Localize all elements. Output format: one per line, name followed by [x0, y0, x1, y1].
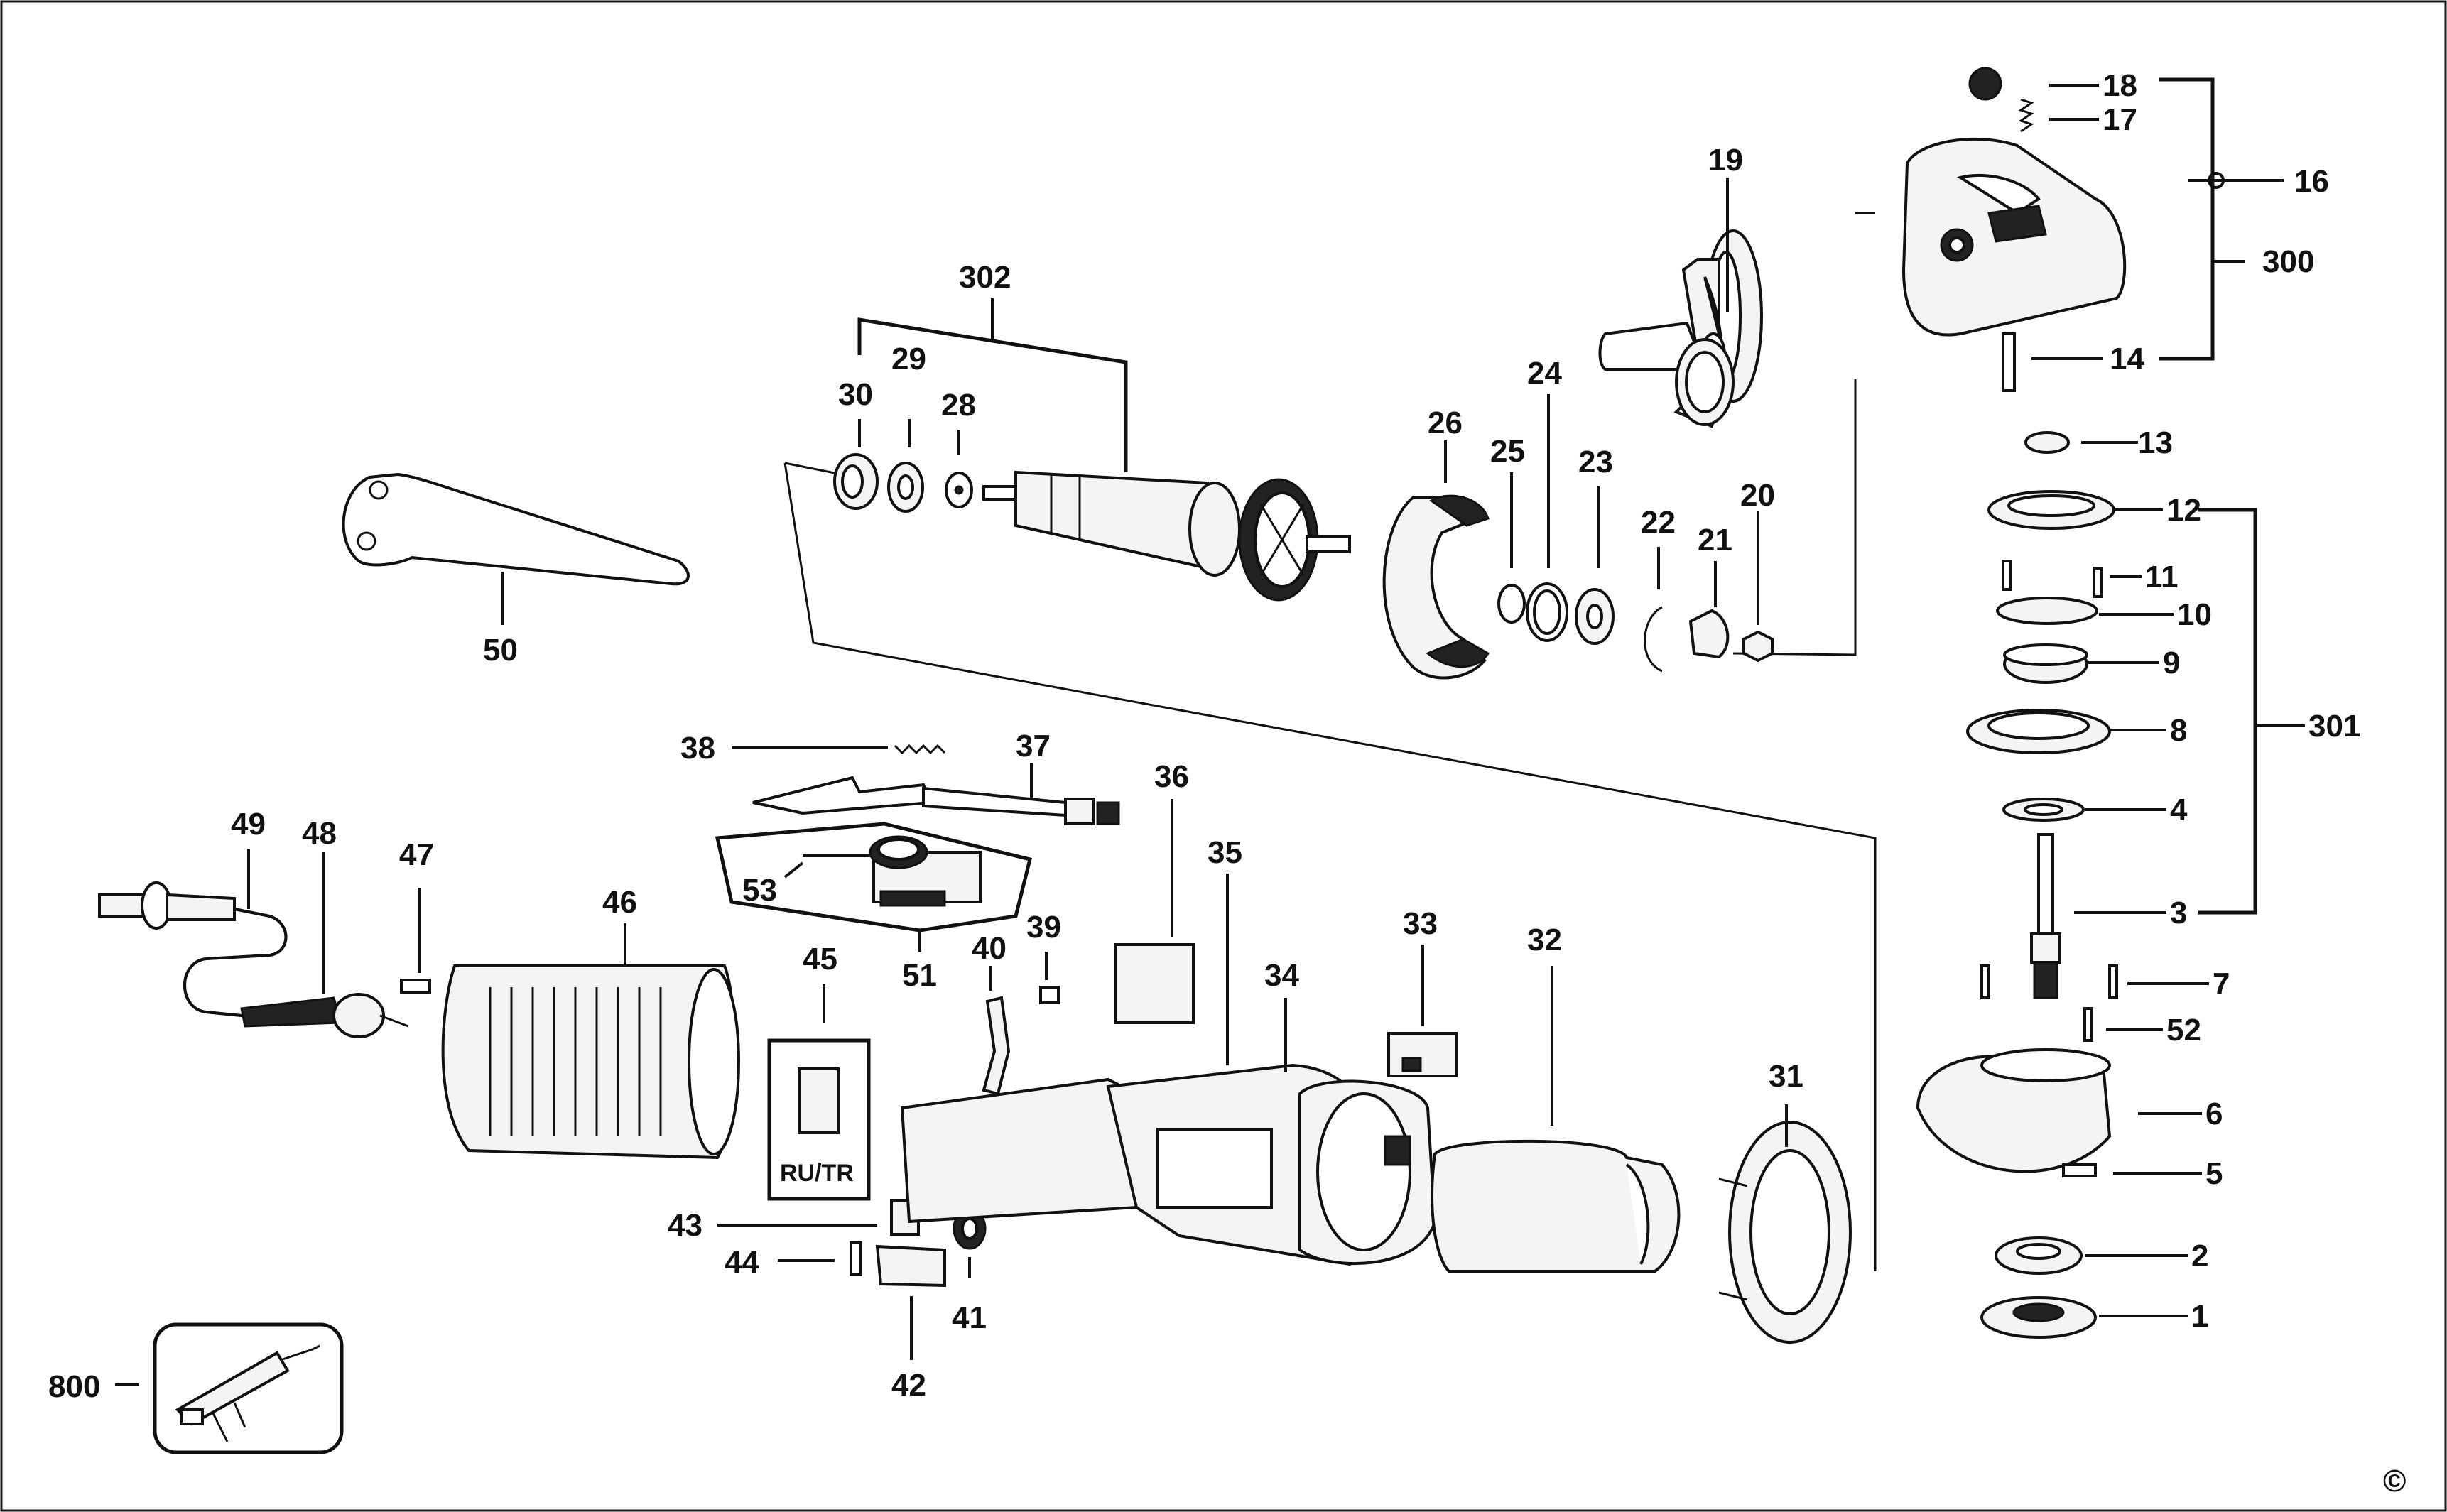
assembly-outline	[783, 212, 1877, 1271]
label-301: 301	[2308, 709, 2360, 744]
label-21: 21	[1698, 523, 1732, 558]
label-4: 4	[2170, 793, 2188, 827]
label-6: 6	[2205, 1097, 2223, 1131]
label-46: 46	[602, 885, 637, 920]
clip-33	[1387, 945, 1458, 1077]
label-800: 800	[48, 1369, 100, 1404]
label-33: 33	[1403, 906, 1438, 941]
label-45: 45	[803, 942, 837, 977]
label-8: 8	[2170, 713, 2187, 748]
grease-gun-800	[115, 1322, 344, 1454]
switch-rod-37-38	[732, 744, 1120, 825]
label-302: 302	[959, 260, 1011, 295]
label-31: 31	[1769, 1059, 1803, 1094]
brush-holder-41-44	[717, 1199, 987, 1360]
label-41: 41	[952, 1300, 987, 1335]
label-20: 20	[1740, 478, 1775, 513]
label-17: 17	[2103, 102, 2137, 137]
label-9: 9	[2163, 646, 2180, 680]
label-52: 52	[2166, 1013, 2201, 1048]
cover-31	[1718, 1104, 1852, 1344]
label-300: 300	[2262, 244, 2314, 279]
label-53: 53	[742, 873, 777, 908]
label-44: 44	[725, 1245, 759, 1280]
motor-housing-34-35	[900, 874, 1437, 1266]
label-5: 5	[2205, 1156, 2223, 1191]
label-13: 13	[2138, 425, 2173, 460]
label-28: 28	[941, 388, 976, 423]
label-38: 38	[680, 731, 715, 766]
label-24: 24	[1527, 356, 1562, 391]
label-50: 50	[483, 633, 518, 668]
rear-housing-46	[441, 923, 740, 1160]
label-1: 1	[2191, 1299, 2208, 1334]
brush-kit-45	[767, 984, 871, 1201]
label-51: 51	[902, 958, 937, 993]
field-coil-32	[1431, 966, 1681, 1273]
label-19: 19	[1708, 143, 1743, 178]
label-48: 48	[302, 816, 337, 851]
label-39: 39	[1026, 910, 1061, 945]
label-12: 12	[2166, 493, 2201, 528]
cord-protector-48	[240, 852, 409, 1038]
label-43: 43	[668, 1208, 702, 1243]
label-49: 49	[231, 807, 266, 842]
switch-51-53	[715, 822, 1033, 952]
spindle-assembly-301	[1916, 431, 2305, 1339]
label-32: 32	[1527, 923, 1562, 957]
fan-baffle-26	[1382, 440, 1490, 680]
washers-23-25	[1497, 394, 1615, 645]
gear-case-300	[1901, 67, 2284, 392]
label-37: 37	[1016, 729, 1051, 763]
label-11: 11	[2145, 560, 2179, 594]
label-42: 42	[891, 1368, 926, 1403]
label-29: 29	[891, 342, 926, 376]
label-16: 16	[2294, 164, 2329, 199]
label-30: 30	[838, 377, 873, 412]
label-7: 7	[2213, 967, 2230, 1001]
label-10: 10	[2177, 597, 2212, 632]
armature-302	[833, 298, 1351, 602]
label-2: 2	[2191, 1239, 2208, 1273]
ru-tr-label: RU/TR	[780, 1160, 854, 1187]
label-22: 22	[1641, 505, 1676, 540]
label-25: 25	[1490, 434, 1525, 469]
label-47: 47	[399, 837, 434, 872]
label-35: 35	[1208, 835, 1242, 870]
screw-47	[400, 888, 431, 994]
label-34: 34	[1264, 958, 1299, 993]
copyright-mark: ©	[2383, 1464, 2406, 1499]
label-14: 14	[2110, 342, 2144, 376]
label-3: 3	[2170, 896, 2187, 930]
label-23: 23	[1578, 445, 1613, 479]
clip-nut-20-22	[1644, 511, 1774, 673]
capacitor-36	[1114, 799, 1195, 1024]
power-cord-49	[98, 849, 288, 1017]
label-40: 40	[972, 931, 1007, 966]
label-36: 36	[1154, 759, 1189, 794]
terminal-39-40	[982, 952, 1060, 1096]
label-26: 26	[1428, 406, 1463, 440]
label-18: 18	[2103, 68, 2137, 103]
side-handle-19	[1598, 178, 1763, 428]
spanner-wrench-50	[342, 472, 690, 625]
